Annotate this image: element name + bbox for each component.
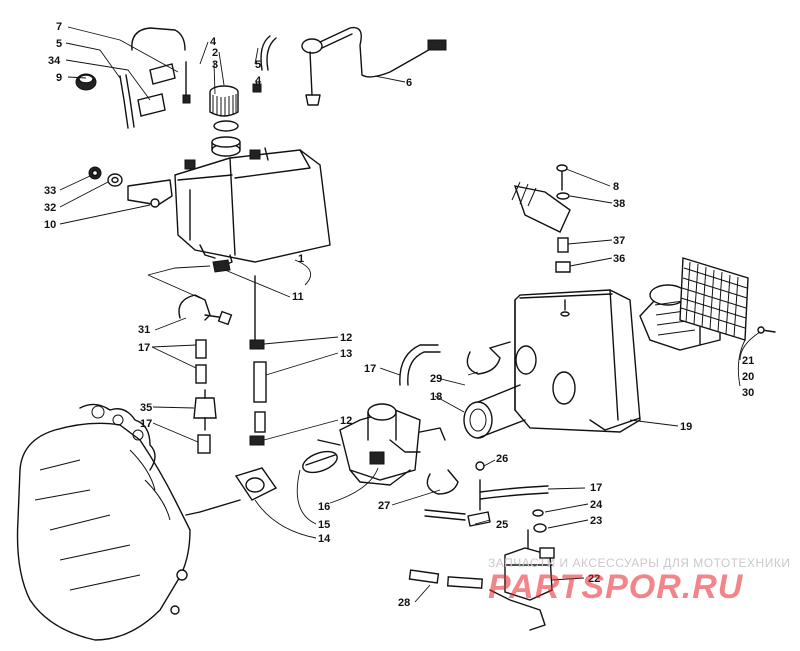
clamp-left bbox=[182, 94, 191, 104]
fuel-clip bbox=[475, 461, 485, 471]
intake-flange bbox=[199, 450, 338, 513]
label-19: 19 bbox=[680, 421, 692, 433]
label-28: 28 bbox=[398, 597, 410, 609]
label-21: 21 bbox=[742, 355, 754, 367]
label-29: 29 bbox=[430, 373, 442, 385]
label-4a: 4 bbox=[210, 36, 217, 48]
vent-hose-left bbox=[119, 75, 129, 129]
label-37: 37 bbox=[613, 235, 625, 247]
label-17d: 17 bbox=[590, 482, 602, 494]
label-12a: 12 bbox=[340, 332, 352, 344]
label-38: 38 bbox=[613, 198, 625, 210]
label-8: 8 bbox=[613, 181, 619, 193]
label-30: 30 bbox=[742, 387, 754, 399]
label-3: 3 bbox=[212, 59, 218, 71]
label-9: 9 bbox=[56, 72, 62, 84]
label-17a: 17 bbox=[138, 342, 150, 354]
label-10: 10 bbox=[44, 219, 56, 231]
label-34: 34 bbox=[48, 55, 61, 67]
label-22: 22 bbox=[588, 573, 600, 585]
fuel-hose-28b bbox=[446, 576, 483, 589]
air-silencer bbox=[514, 289, 641, 433]
callout-labels: 7 5 34 9 4 2 3 5 4 6 33 32 10 1 11 31 17… bbox=[44, 21, 754, 609]
fuel-hose-right bbox=[479, 485, 549, 493]
washer bbox=[532, 509, 544, 517]
decals bbox=[131, 27, 186, 117]
label-33: 33 bbox=[44, 185, 56, 197]
label-16: 16 bbox=[318, 501, 330, 513]
label-31: 31 bbox=[138, 324, 150, 336]
label-27: 27 bbox=[378, 500, 390, 512]
label-7: 7 bbox=[56, 21, 62, 33]
label-13: 13 bbox=[340, 348, 352, 360]
oil-level-sender bbox=[301, 26, 447, 106]
label-2: 2 bbox=[212, 47, 218, 59]
nut bbox=[533, 523, 547, 533]
label-23: 23 bbox=[590, 515, 602, 527]
label-25: 25 bbox=[496, 519, 508, 531]
oil-tank-cap bbox=[209, 85, 239, 132]
label-6: 6 bbox=[406, 77, 412, 89]
watermark-tagline: ЗАПЧАСТИ И АКСЕССУАРЫ ДЛЯ МОТОТЕХНИКИ bbox=[488, 556, 790, 570]
engine bbox=[16, 403, 201, 641]
label-35: 35 bbox=[140, 402, 152, 414]
label-32: 32 bbox=[44, 202, 56, 214]
silencer-adaptor bbox=[463, 384, 526, 439]
mount-hardware bbox=[511, 164, 571, 273]
label-5a: 5 bbox=[56, 38, 62, 50]
leader-lines bbox=[59, 26, 761, 603]
carburetor bbox=[317, 403, 446, 486]
label-24: 24 bbox=[590, 499, 603, 511]
label-36: 36 bbox=[613, 253, 625, 265]
fuel-hose-left bbox=[424, 509, 466, 515]
tee-fitting bbox=[467, 511, 491, 527]
watermark: ЗАПЧАСТИ И АКСЕССУАРЫ ДЛЯ МОТОТЕХНИКИ PA… bbox=[488, 556, 790, 606]
vent-hose-right bbox=[260, 35, 271, 71]
label-17b: 17 bbox=[140, 418, 152, 430]
oil-tank bbox=[174, 136, 331, 267]
label-4b: 4 bbox=[255, 75, 262, 87]
label-1: 1 bbox=[298, 253, 304, 265]
label-26: 26 bbox=[496, 453, 508, 465]
oil-line bbox=[147, 259, 233, 454]
label-14: 14 bbox=[318, 533, 331, 545]
label-18: 18 bbox=[430, 391, 442, 403]
label-17c: 17 bbox=[364, 363, 376, 375]
silencer-clamp bbox=[466, 347, 501, 375]
watermark-logo: PARTSPOR.RU bbox=[488, 568, 744, 606]
pulse-line bbox=[249, 275, 267, 446]
label-11: 11 bbox=[292, 291, 304, 303]
label-5b: 5 bbox=[255, 59, 261, 71]
label-15: 15 bbox=[318, 519, 330, 531]
fuel-hose-28a bbox=[408, 569, 440, 584]
label-12b: 12 bbox=[340, 415, 352, 427]
tank-bracket bbox=[88, 166, 173, 208]
fuel-pump bbox=[489, 529, 555, 631]
grommet bbox=[75, 73, 97, 91]
impulse-hose bbox=[399, 344, 439, 386]
label-20: 20 bbox=[742, 371, 754, 383]
